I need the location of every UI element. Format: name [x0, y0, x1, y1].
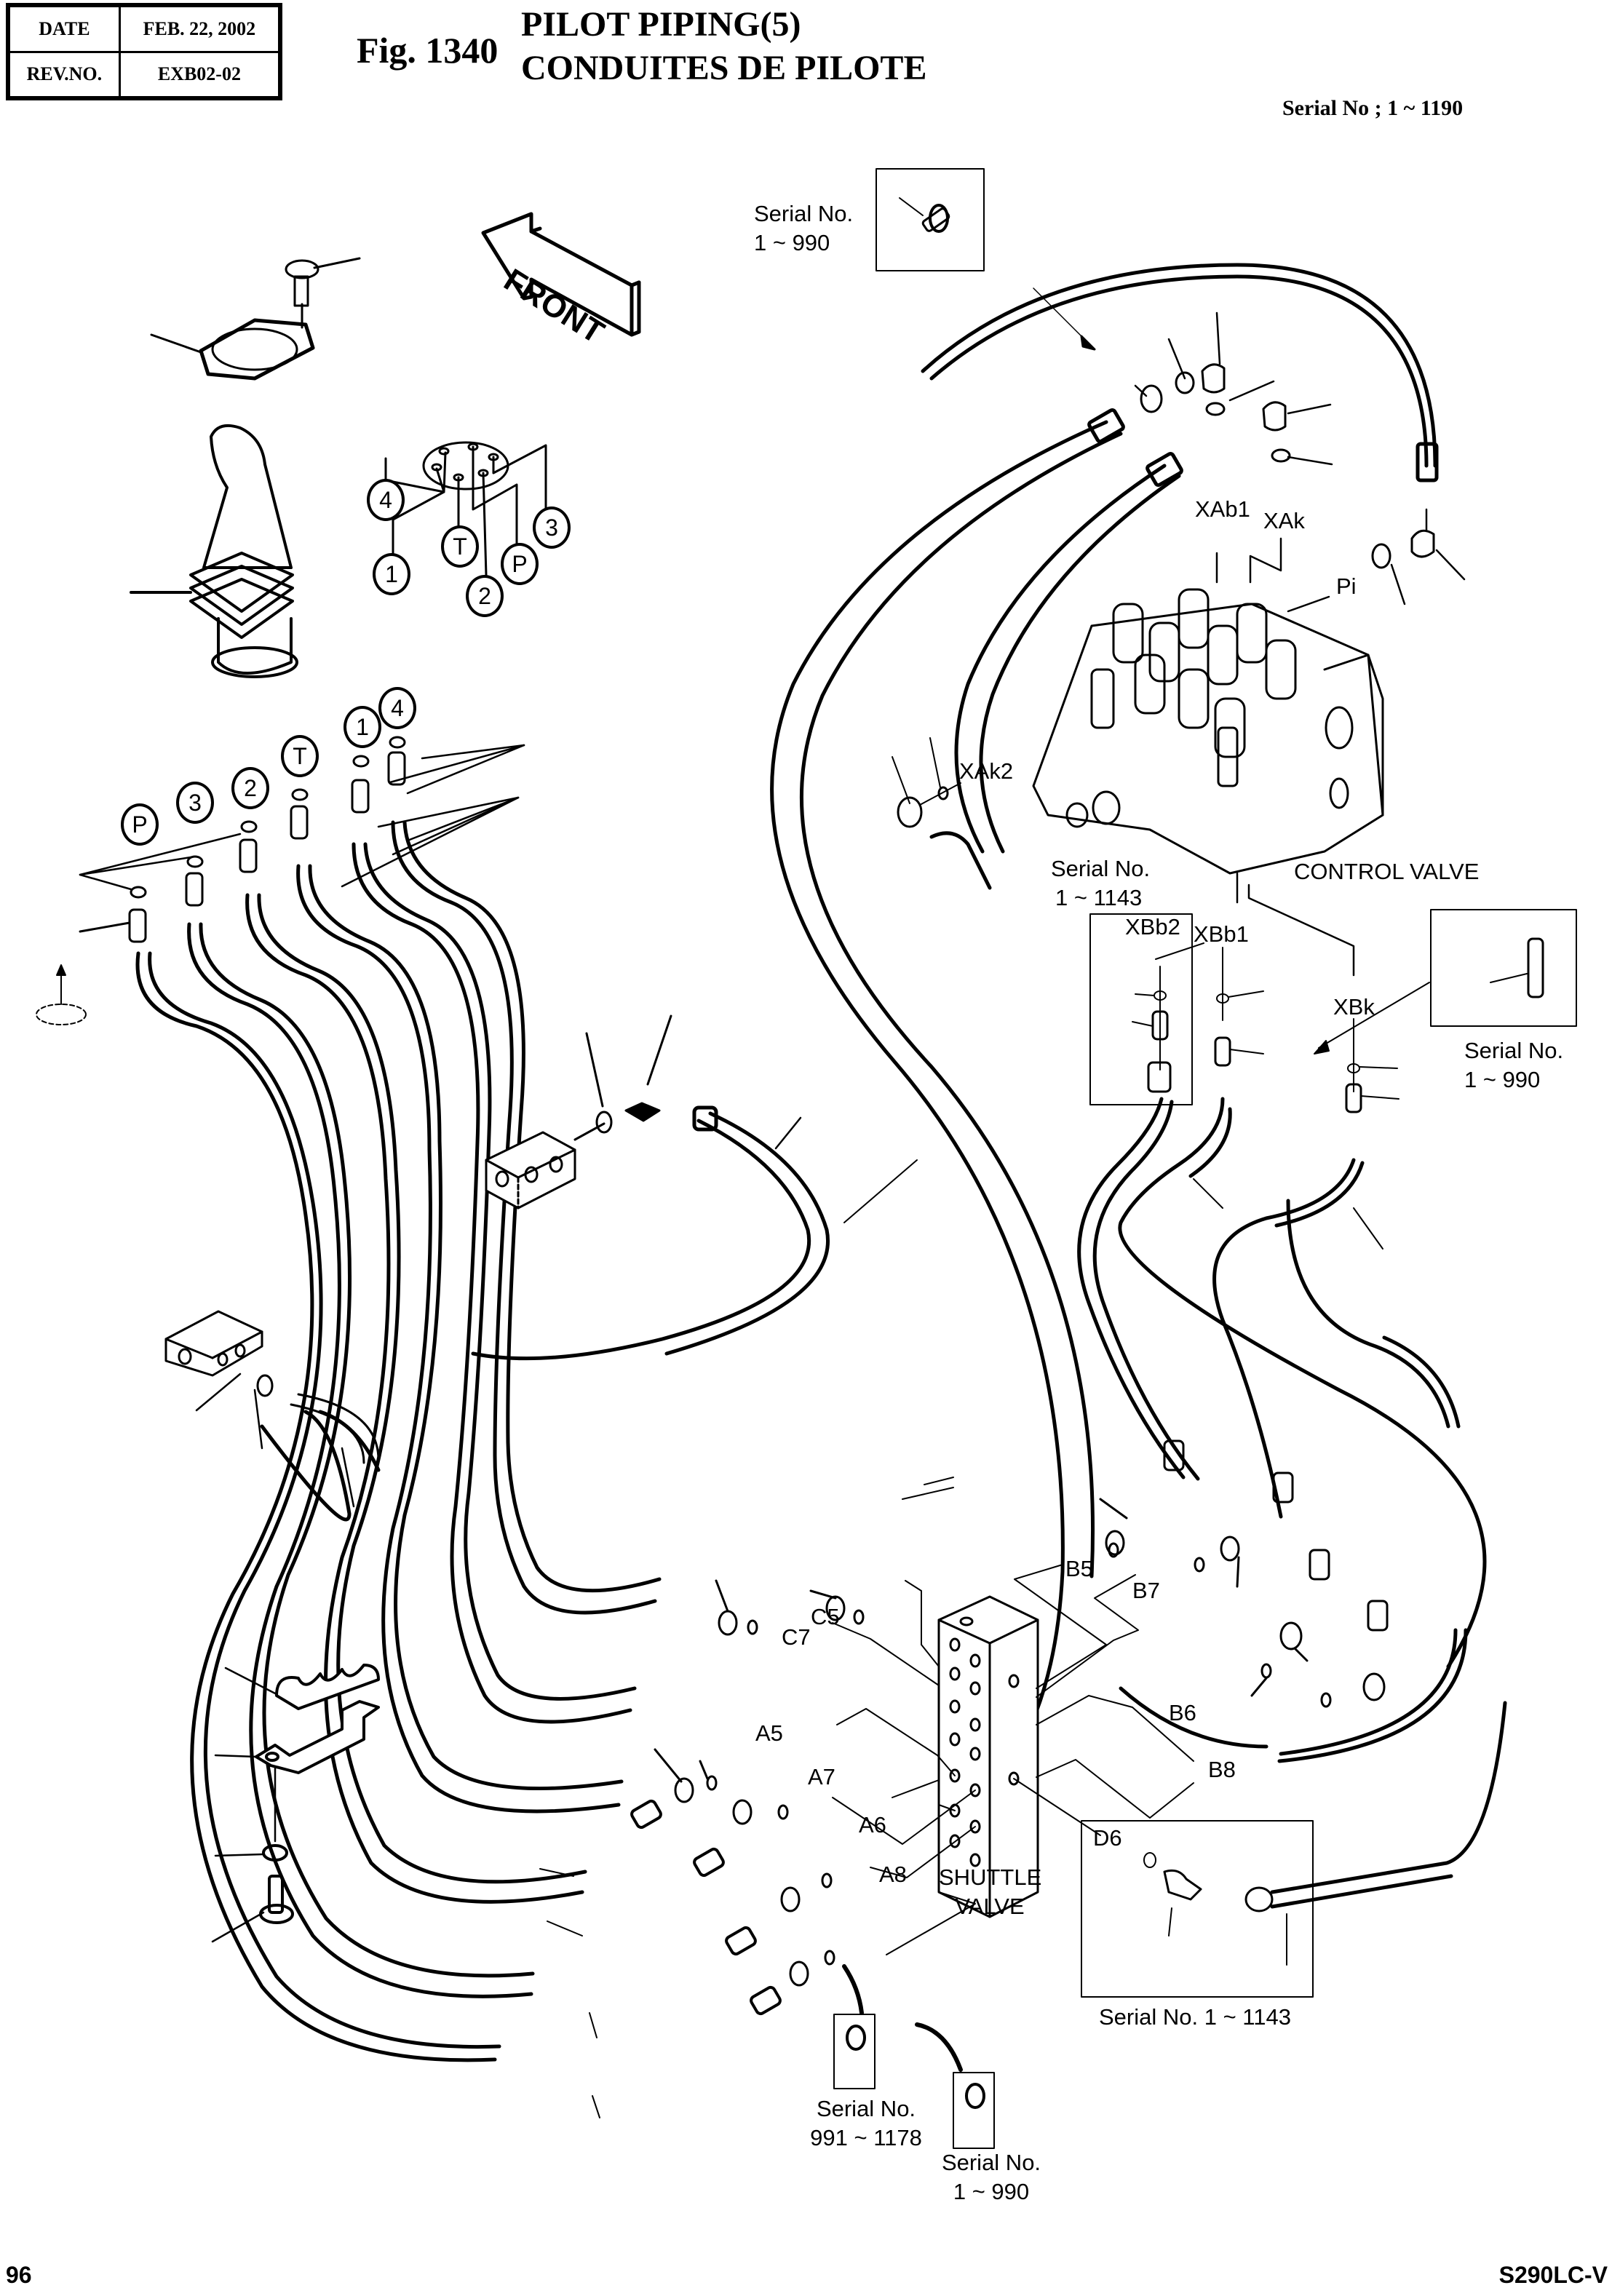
front-arrow-icon: [481, 212, 641, 337]
port-label-b7: B7: [1132, 1578, 1160, 1603]
port-callout-t: T: [441, 525, 479, 568]
shuttle-fittings: [654, 1498, 1386, 1987]
model-number: S290LC-V: [1498, 2262, 1608, 2288]
xbb1-fitting: [1214, 947, 1264, 1067]
port-label-a8: A8: [879, 1862, 907, 1887]
serial-range: Serial No ; 1 ~ 1190: [1282, 96, 1464, 120]
upper-right-hoses: [770, 263, 1439, 1792]
right-inset-serial: Serial No. 1 ~ 990: [1464, 1036, 1563, 1095]
port-label-xbb1: XBb1: [1194, 921, 1249, 947]
xak2-fitting: [892, 737, 992, 890]
gasket-plate-icon: [150, 318, 315, 381]
hose-clamp-icon: [224, 1664, 380, 1710]
clamp-bracket-icon: [214, 1700, 380, 1843]
right-inset-box: [1314, 909, 1577, 1054]
nut-icon: [214, 1844, 288, 1862]
fitting-callout-2: 2: [231, 767, 269, 809]
page-number: 96: [6, 2262, 32, 2288]
date-label: DATE: [7, 4, 121, 53]
serial-range-value: 991 ~ 1178: [810, 2125, 922, 2150]
rev-value: EXB02-02: [118, 50, 282, 100]
adapter-fittings-cluster: [79, 736, 406, 943]
port-label-pi: Pi: [1336, 573, 1357, 599]
rotation-symbol-icon: [36, 964, 87, 1025]
serial-range-value: 1 ~ 990: [953, 2179, 1030, 2204]
xbk-fitting: [1345, 1018, 1399, 1113]
joystick-lever-icon: [130, 424, 298, 678]
page-subtitle: CONDUITES DE PILOTE: [521, 49, 927, 87]
port-label-b5: B5: [1065, 1556, 1093, 1581]
top-inset-serial: Serial No. 1 ~ 990: [754, 199, 853, 258]
port-label-b8: B8: [1208, 1757, 1236, 1782]
port-label-a5: A5: [755, 1720, 783, 1746]
pilot-hose-bundle: [135, 820, 662, 2062]
serial-label: Serial No.: [754, 201, 854, 226]
fitting-callout-1: 1: [344, 706, 381, 748]
port-label-xbk: XBk: [1333, 994, 1375, 1020]
shuttle-label-line1: SHUTTLE: [939, 1864, 1042, 1890]
port-label-xbb2: XBb2: [1125, 914, 1180, 940]
port-label-xak: XAk: [1263, 508, 1305, 533]
port-label-d6: D6: [1093, 1825, 1122, 1851]
fitting-callout-3: 3: [176, 782, 214, 824]
bottom-right-serial: Serial No. 1 ~ 990: [933, 2148, 1049, 2206]
figure-number: Fig. 1340: [357, 30, 499, 71]
serial-range-value: 1 ~ 1143: [1055, 885, 1143, 910]
port-label-xak2: XAk2: [959, 758, 1014, 784]
lower-junction-block-icon: [164, 1310, 380, 1508]
serial-range-value: 1 ~ 990: [754, 230, 830, 255]
d6-inset-serial: Serial No. 1 ~ 1143: [1099, 2004, 1291, 2030]
d6-inset-box: [1081, 1701, 1507, 1998]
serial-range-value: 1 ~ 990: [1464, 1067, 1541, 1092]
top-inset-box: [876, 168, 985, 271]
fitting-callout-p: P: [121, 803, 159, 846]
serial-label: Serial No.: [816, 2096, 916, 2121]
port-callout-3: 3: [533, 507, 571, 549]
lower-hose-ends: [539, 1799, 782, 2118]
port-label-b6: B6: [1169, 1700, 1196, 1725]
revision-table: DATE FEB. 22, 2002 REV.NO. EXB02-02: [6, 3, 282, 100]
port-label-c5: C5: [811, 1604, 840, 1629]
xbb2-inset-box: [1089, 913, 1193, 1105]
control-valve-icon: [1032, 537, 1384, 977]
serial-label: Serial No.: [1464, 1038, 1564, 1063]
port-label-a7: A7: [808, 1764, 835, 1789]
port-callout-p: P: [501, 543, 539, 585]
serial-label: Serial No.: [1051, 856, 1151, 881]
fitting-callout-t: T: [281, 735, 319, 777]
port-callout-1: 1: [373, 553, 410, 595]
bottom-inset-991-1178: [833, 1964, 876, 2089]
cv-serial-note: Serial No. 1 ~ 1143: [1051, 854, 1150, 913]
lower-right-hoses: [843, 1097, 1487, 1763]
bottom-left-serial: Serial No. 991 ~ 1178: [808, 2094, 924, 2153]
port-callout-2: 2: [466, 575, 504, 617]
date-value: FEB. 22, 2002: [118, 4, 282, 53]
serial-label: Serial No.: [941, 2150, 1041, 2175]
upper-right-fittings: [1033, 287, 1466, 960]
bolt-icon: [285, 257, 361, 329]
port-label-xab1: XAb1: [1195, 496, 1250, 522]
shuttle-valve-label: SHUTTLE VALVE: [939, 1863, 1041, 1921]
shuttle-valve-icon: [937, 1595, 1039, 1918]
control-valve-label: CONTROL VALVE: [1294, 859, 1480, 884]
junction-block-icon: [485, 1014, 672, 1209]
hose-junction-to-shuttle: [471, 1105, 830, 1361]
shuttle-label-line2: VALVE: [955, 1894, 1025, 1919]
bottom-inset-1-990: [915, 2022, 995, 2149]
page-title: PILOT PIPING(5): [521, 5, 801, 44]
port-label-c7: C7: [782, 1624, 811, 1650]
bottom-bolt-icon: [211, 1875, 294, 1943]
port-callout-4: 4: [367, 479, 405, 521]
fitting-callout-4: 4: [378, 687, 416, 729]
shuttle-port-leaders: [832, 1564, 1194, 1955]
rev-label: REV.NO.: [7, 50, 121, 100]
port-label-a6: A6: [859, 1812, 886, 1838]
